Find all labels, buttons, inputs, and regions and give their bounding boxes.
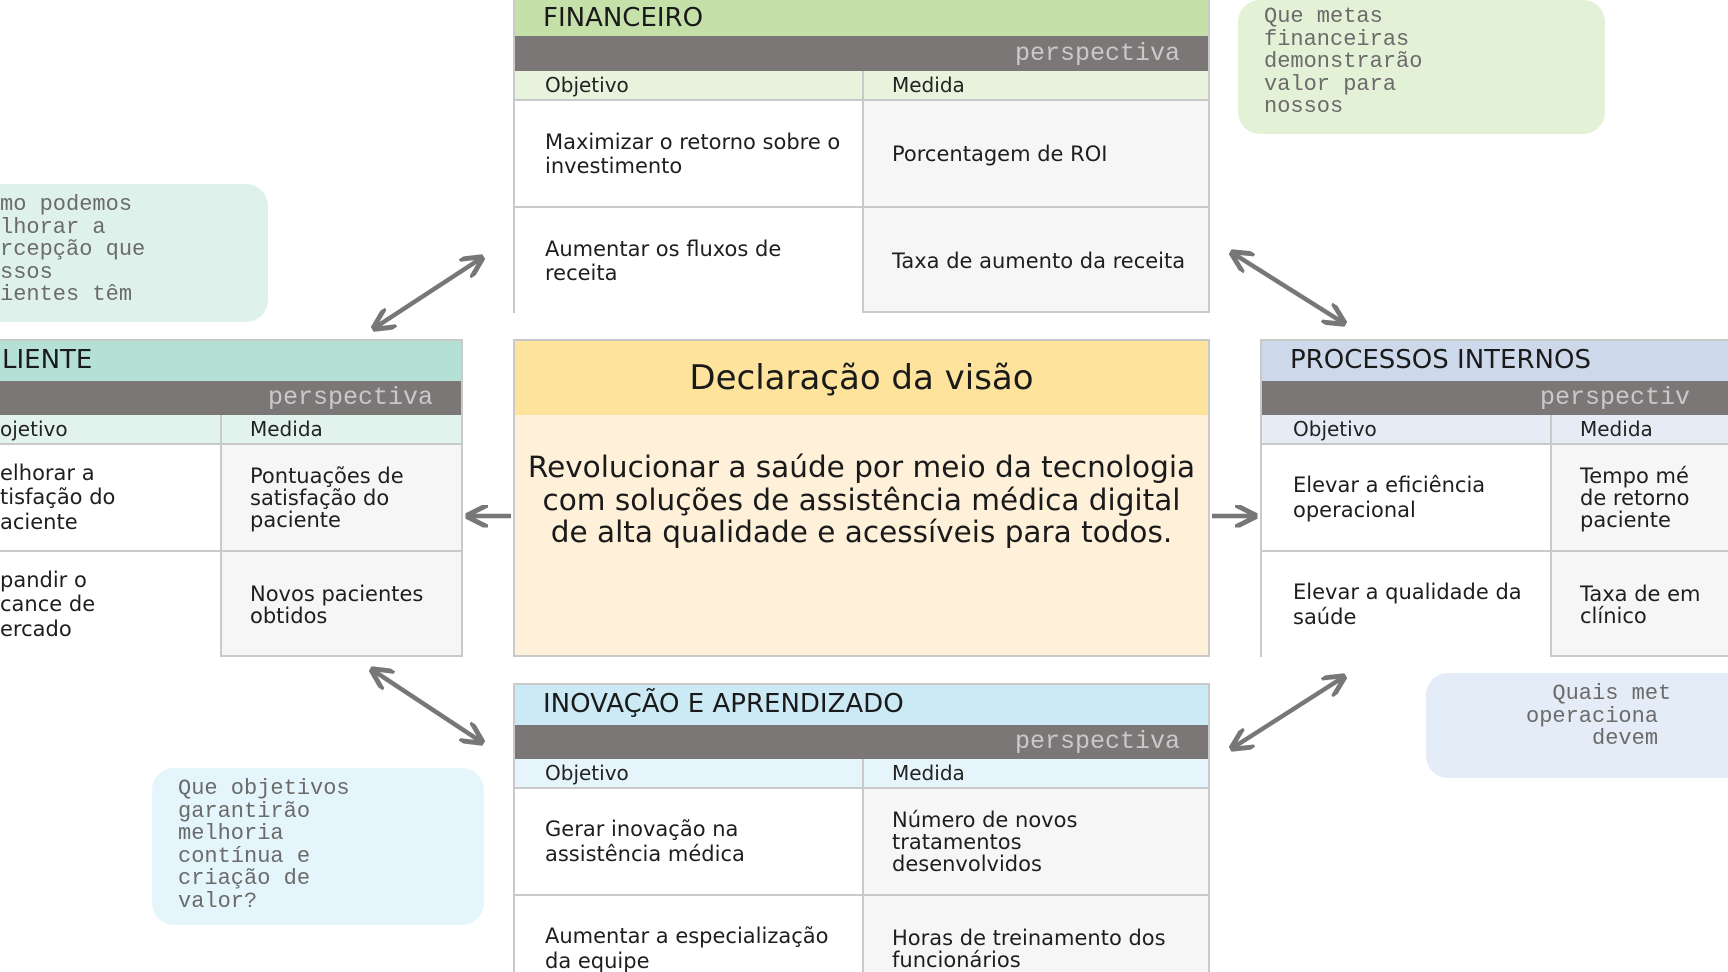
financial-col-objective: Objetivo <box>545 73 629 97</box>
financial-column-header: Objetivo Medida <box>515 71 1208 99</box>
internal-measure-1: Tempo mé de retorno paciente <box>1580 463 1690 532</box>
innovation-note: Que objetivos garantirão melhoria contín… <box>152 768 484 925</box>
customer-col-objective: ojetivo <box>0 417 68 441</box>
innovation-measure-2: Horas de treinamento dos funcionários <box>892 925 1166 972</box>
innovation-objective-1: Gerar inovação na assistência médica <box>545 817 745 866</box>
internal-title: PROCESSOS INTERNOS <box>1262 341 1728 381</box>
financial-perspective-panel: FINANCEIRO perspectiva Objetivo Medida M… <box>513 0 1210 313</box>
innovation-title: INOVAÇÃO E APRENDIZADO <box>515 685 1208 725</box>
innovation-col-measure: Medida <box>892 761 965 785</box>
customer-title: LIENTE <box>0 341 461 381</box>
customer-innovation-arrow <box>374 671 480 741</box>
customer-measure-2: Novos pacientes obtidos <box>250 581 424 628</box>
innovation-objective-2: Aumentar a especialização da equipe <box>545 924 829 972</box>
internal-perspective-bar: perspectiv <box>1262 381 1728 415</box>
customer-col-measure: Medida <box>250 417 323 441</box>
vision-text: Revolucionar a saúde por meio da tecnolo… <box>527 450 1196 549</box>
innovation-column-header: Objetivo Medida <box>515 759 1208 787</box>
vision-title: Declaração da visão <box>515 341 1208 415</box>
internal-note: Quais met operaciona devem <box>1426 673 1728 778</box>
customer-objective-2: pandir o cance de ercado <box>0 567 96 641</box>
customer-financial-arrow <box>376 259 480 327</box>
financial-note: Que metas financeiras demonstrarão valor… <box>1238 0 1605 134</box>
customer-measure-1: Pontuações de satisfação do paciente <box>250 463 404 532</box>
customer-note: mo podemos lhorar a rcepção que ssos ien… <box>0 184 268 322</box>
internal-objective-2: Elevar a qualidade da saúde <box>1293 580 1522 629</box>
internal-measure-2: Taxa de em clínico <box>1580 581 1701 628</box>
financial-objective-2: Aumentar os fluxos de receita <box>545 236 782 285</box>
financial-col-measure: Medida <box>892 73 965 97</box>
internal-objective-1: Elevar a eficiência operacional <box>1293 473 1486 522</box>
innovation-learning-perspective-panel: INOVAÇÃO E APRENDIZADO perspectiva Objet… <box>513 683 1210 972</box>
financial-perspective-bar: perspectiva <box>515 36 1208 71</box>
internal-col-measure: Medida <box>1580 417 1653 441</box>
financial-measure-1: Porcentagem de ROI <box>892 141 1108 166</box>
financial-measure-2: Taxa de aumento da receita <box>892 248 1186 273</box>
innovation-perspective-bar: perspectiva <box>515 725 1208 759</box>
internal-column-header: Objetivo Medida <box>1262 415 1728 443</box>
internal-processes-perspective-panel: PROCESSOS INTERNOS perspectiv Objetivo M… <box>1260 339 1728 657</box>
financial-internal-arrow <box>1234 254 1342 322</box>
customer-column-header: ojetivo Medida <box>0 415 461 443</box>
internal-col-objective: Objetivo <box>1293 417 1377 441</box>
customer-objective-1: elhorar a tisfação do aciente <box>0 460 116 534</box>
customer-perspective-bar: perspectiva <box>0 381 461 415</box>
innovation-internal-arrow <box>1234 678 1342 747</box>
innovation-measure-1: Número de novos tratamentos desenvolvido… <box>892 807 1078 876</box>
financial-objective-1: Maximizar o retorno sobre o investimento <box>545 129 841 178</box>
customer-perspective-panel: LIENTE perspectiva ojetivo Medida elhora… <box>0 339 463 657</box>
financial-title: FINANCEIRO <box>515 0 1208 36</box>
vision-statement-box: Declaração da visão Revolucionar a saúde… <box>513 339 1210 657</box>
innovation-col-objective: Objetivo <box>545 761 629 785</box>
